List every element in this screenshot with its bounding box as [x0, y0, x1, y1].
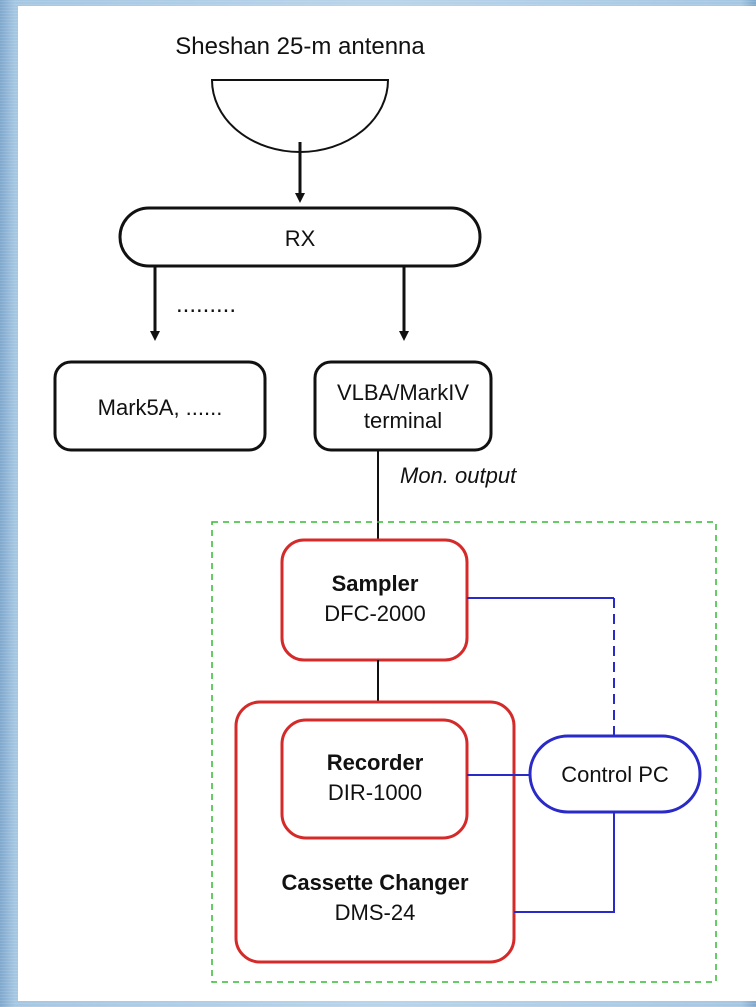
control-pc-label: Control PC	[561, 762, 669, 787]
rx-block	[118, 206, 482, 268]
recorder-block	[280, 718, 469, 840]
recorder-line2: DIR-1000	[328, 780, 422, 805]
antenna-dish-icon	[210, 79, 390, 153]
more-outputs-ellipsis: .........	[176, 291, 236, 318]
monitor-output-label: Mon. output	[400, 463, 517, 488]
recorder-line1: Recorder	[327, 750, 424, 775]
rx-label: RX	[285, 226, 316, 251]
mark5a-label: Mark5A, ......	[98, 395, 223, 420]
antenna-label: Sheshan 25-m antenna	[175, 33, 425, 60]
vlba-terminal-line2: terminal	[364, 408, 442, 433]
sampler-block	[280, 538, 469, 662]
mark5a-block	[53, 360, 267, 452]
changer-to-pc-link	[514, 812, 615, 913]
sampler-line2: DFC-2000	[324, 601, 425, 626]
vlba-terminal-line1: VLBA/MarkIV	[337, 380, 469, 405]
control-pc-block	[528, 734, 702, 814]
cassette-changer-line2: DMS-24	[335, 900, 416, 925]
vlba-terminal-block	[313, 360, 493, 452]
sampler-line1: Sampler	[332, 571, 419, 596]
recording-system-boundary	[211, 521, 717, 983]
cassette-changer-line1: Cassette Changer	[281, 870, 469, 895]
